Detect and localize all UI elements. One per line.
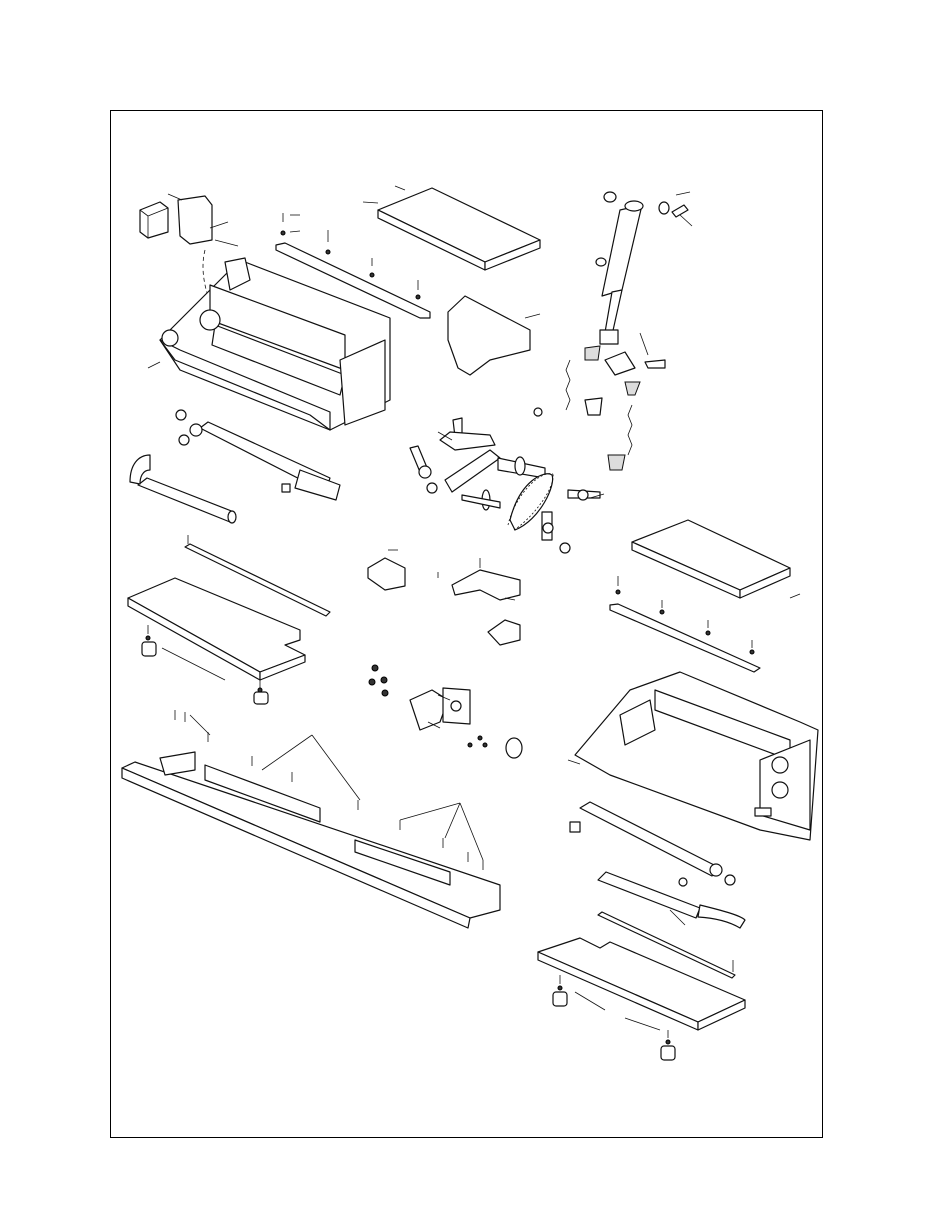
right-lower-tray [537,937,746,1031]
drive-shaft-assembly [409,417,605,554]
hydraulic-motor [368,664,523,759]
left-tray-feet [141,625,269,705]
long-angle-bar-upper [275,242,431,319]
top-center-tray [362,185,541,271]
center-shield-plate [447,295,541,376]
bottom-channel-bolts [174,710,484,870]
diagram-border [110,110,823,1138]
right-cylinder [569,801,736,887]
right-tube [597,871,746,929]
bolts-upper-left [280,213,421,300]
right-rod [597,911,736,979]
right-upper-tray [631,519,791,599]
hydraulic-cylinder [595,191,693,345]
left-tray [127,577,306,681]
right-main-frame [567,671,819,841]
left-cylinder [175,409,341,501]
right-tray-feet [552,975,676,1061]
left-tube [129,454,237,524]
rubber-block [139,201,169,239]
right-angle-bar [609,576,801,673]
left-main-frame [147,257,391,431]
left-rod [184,535,331,617]
chain-assembly [533,332,666,471]
center-guards [367,549,521,646]
bottom-long-channel [121,751,501,929]
